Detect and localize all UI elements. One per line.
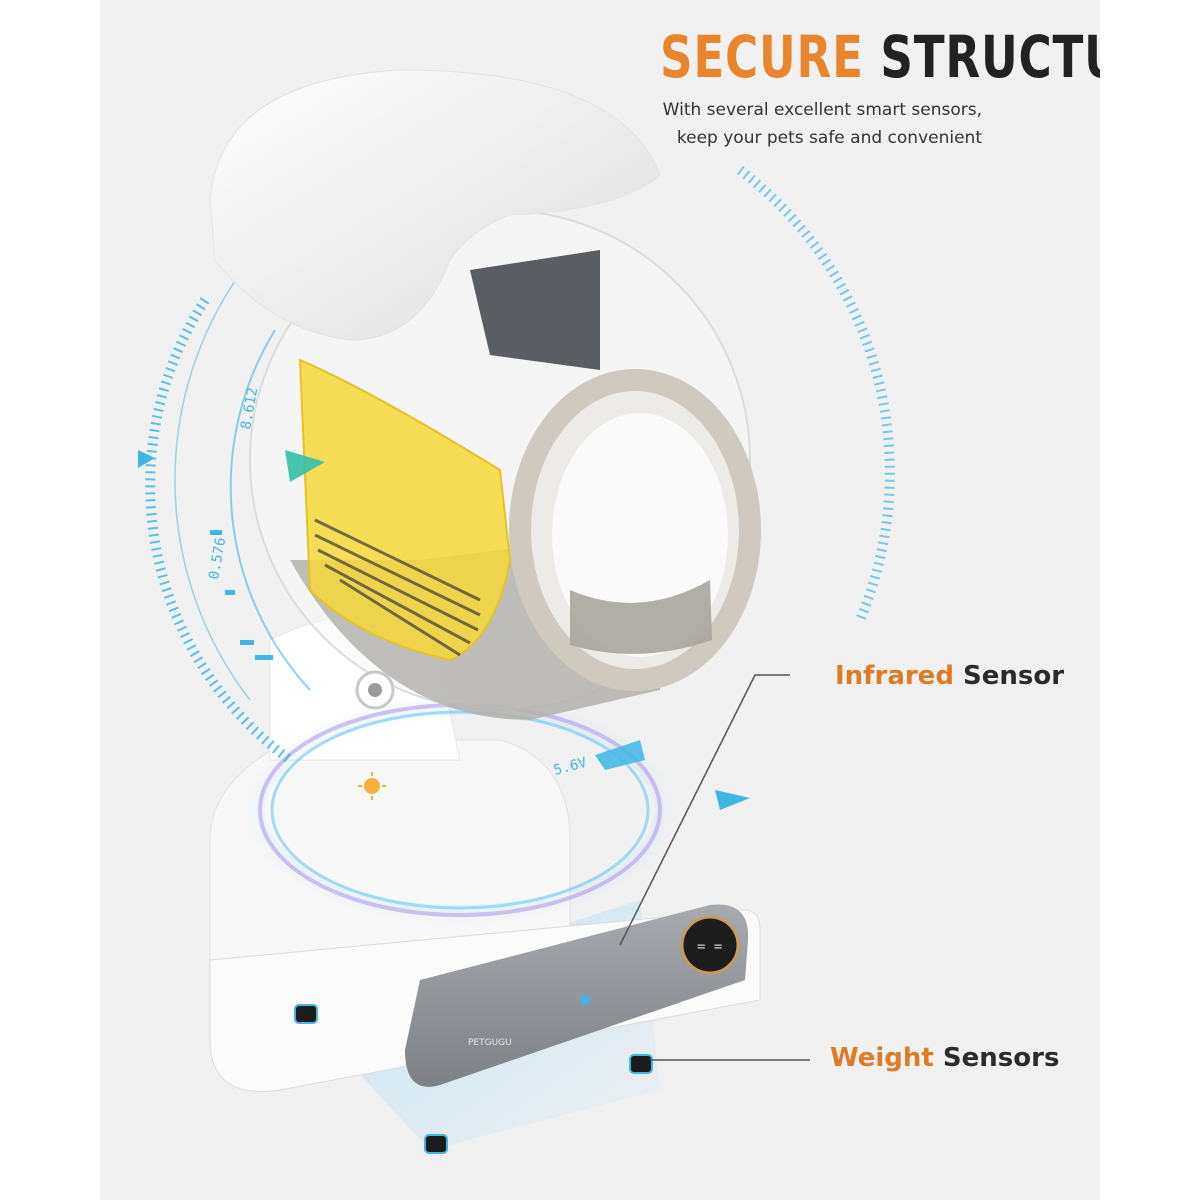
display-panel-icon bbox=[680, 915, 740, 975]
weight-sensor-icon bbox=[294, 1004, 318, 1024]
weight-sensor-icon bbox=[629, 1054, 653, 1074]
brand-mark: PETGUGU bbox=[468, 1038, 512, 1048]
litter-box-illustration: = = PETGUGU 8.612 0.576 5.6V bbox=[138, 69, 895, 1154]
weight-sensor-icon bbox=[424, 1134, 448, 1154]
headline: SECURE STRUCTURE bbox=[660, 28, 1100, 86]
hud-reading: 5.6V bbox=[552, 755, 589, 779]
weight-highlight: Weight bbox=[830, 1043, 934, 1073]
waste-drawer bbox=[470, 250, 600, 370]
base-panel bbox=[405, 904, 749, 1087]
indicator-light bbox=[580, 995, 590, 1005]
headline-main: STRUCTURE bbox=[880, 23, 1100, 91]
hud-marker bbox=[138, 450, 155, 468]
headline-accent: SECURE bbox=[660, 23, 864, 91]
litter-sieve bbox=[298, 358, 512, 662]
hud-marker bbox=[715, 790, 750, 810]
headline-subtitle: With several excellent smart sensors, ke… bbox=[522, 96, 982, 152]
hud-reading: 0.576 bbox=[206, 536, 229, 580]
subtitle-line: With several excellent smart sensors, bbox=[662, 100, 982, 120]
subtitle-line: keep your pets safe and convenient bbox=[676, 128, 982, 148]
hud-arc-right bbox=[736, 166, 895, 622]
infrared-leader-line bbox=[619, 674, 790, 946]
product-stage: = = PETGUGU 8.612 0.576 5.6V bbox=[100, 0, 1100, 1200]
sun-icon bbox=[358, 772, 386, 800]
dome-cover bbox=[209, 69, 661, 341]
svg-text:= =: = = bbox=[697, 939, 722, 955]
weight-rest: Sensors bbox=[933, 1043, 1060, 1073]
infrared-sensor-label: Infrared Sensor bbox=[835, 661, 1064, 691]
sieve-mesh bbox=[314, 518, 481, 657]
infrared-rest: Sensor bbox=[953, 661, 1065, 691]
weight-sensors-label: Weight Sensors bbox=[830, 1043, 1059, 1073]
infrared-highlight: Infrared bbox=[835, 661, 954, 691]
